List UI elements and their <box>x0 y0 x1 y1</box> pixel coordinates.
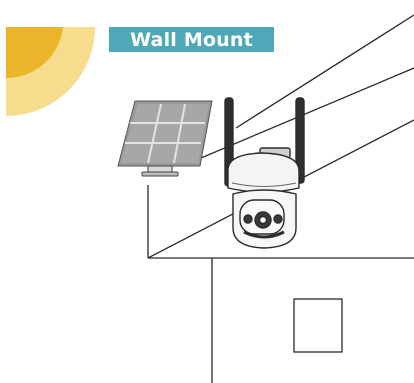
window-icon <box>293 298 343 353</box>
wall-mount-banner: Wall Mount <box>109 27 274 52</box>
solar-panel-icon <box>117 100 213 177</box>
sun-icon <box>6 27 95 116</box>
camera-icon <box>224 97 305 249</box>
